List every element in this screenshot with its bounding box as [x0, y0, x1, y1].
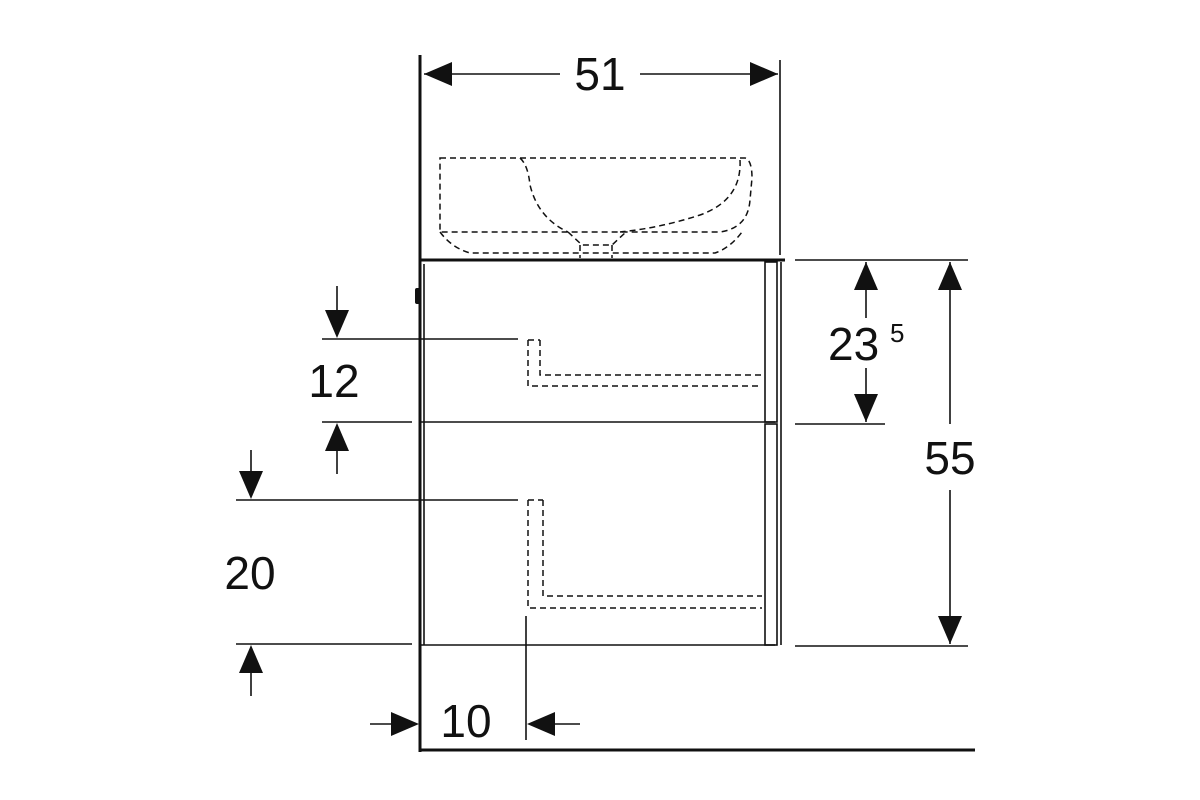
lower-drawer-depth-dimension: 20: [224, 450, 518, 696]
upper-drawer-depth-label: 12: [308, 355, 359, 407]
arrow-left: [527, 712, 555, 736]
wall-and-floor: [418, 55, 975, 752]
arrow-down: [854, 394, 878, 422]
upper-drawer-depth-dimension: 12: [308, 286, 518, 474]
arrow-down: [938, 616, 962, 644]
lower-inner-drawer: [527, 499, 762, 609]
inset-dimension: 10: [370, 616, 580, 747]
vanity-cabinet: [415, 258, 785, 646]
lower-drawer-depth-label: 20: [224, 547, 275, 599]
upper-inner-drawer: [527, 339, 762, 387]
upper-front-height-label: 23: [828, 318, 879, 370]
arrow-up: [325, 423, 349, 451]
arrow-right: [391, 712, 419, 736]
mounting-bracket: [415, 288, 421, 304]
arrow-up: [854, 262, 878, 290]
arrow-down: [325, 310, 349, 338]
arrow-left: [424, 62, 452, 86]
upper-drawer-front: [764, 261, 778, 423]
arrow-up: [938, 262, 962, 290]
total-height-label: 55: [924, 432, 975, 484]
washbasin-outline: [439, 157, 753, 258]
arrow-up: [239, 645, 263, 673]
width-dimension: 51: [424, 48, 781, 255]
total-height-dimension: 55: [795, 259, 976, 647]
lower-drawer-front: [764, 423, 778, 646]
width-label: 51: [574, 48, 625, 100]
upper-front-height-superscript: 5: [890, 318, 904, 348]
upper-front-height-dimension: 23 5: [795, 259, 904, 425]
inset-label: 10: [440, 695, 491, 747]
arrow-right: [750, 62, 778, 86]
arrow-down: [239, 471, 263, 499]
